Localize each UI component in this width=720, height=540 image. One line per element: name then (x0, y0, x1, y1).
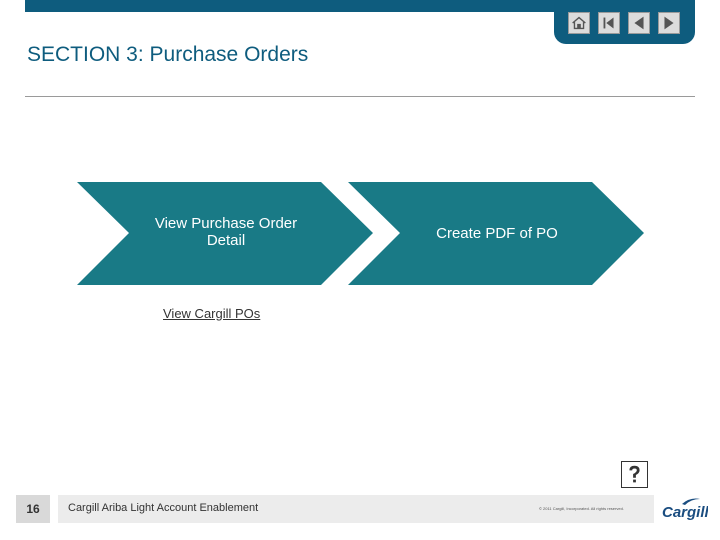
home-icon[interactable] (568, 12, 590, 34)
page-number: 16 (16, 495, 50, 523)
process-step-2-shape[interactable] (348, 182, 644, 285)
copyright-text: © 2011 Cargill, Incorporated. All rights… (539, 506, 624, 511)
top-accent-bar (25, 0, 695, 12)
first-slide-icon[interactable] (598, 12, 620, 34)
view-cargill-pos-link[interactable]: View Cargill POs (163, 306, 261, 321)
process-step-1-shape[interactable] (77, 182, 373, 285)
cargill-logo: Cargill (662, 498, 708, 521)
footer-title: Cargill Ariba Light Account Enablement (68, 502, 259, 514)
title-divider (25, 96, 695, 97)
process-step-2-label: Create PDF of PO (436, 225, 558, 242)
page-title: SECTION 3: Purchase Orders (27, 43, 309, 66)
next-slide-icon[interactable] (658, 12, 680, 34)
svg-text:Cargill: Cargill (662, 504, 708, 521)
footer-bar (58, 495, 654, 523)
previous-slide-icon[interactable] (628, 12, 650, 34)
help-icon[interactable] (621, 461, 648, 488)
process-step-1-label: View Purchase Order Detail (154, 215, 298, 249)
